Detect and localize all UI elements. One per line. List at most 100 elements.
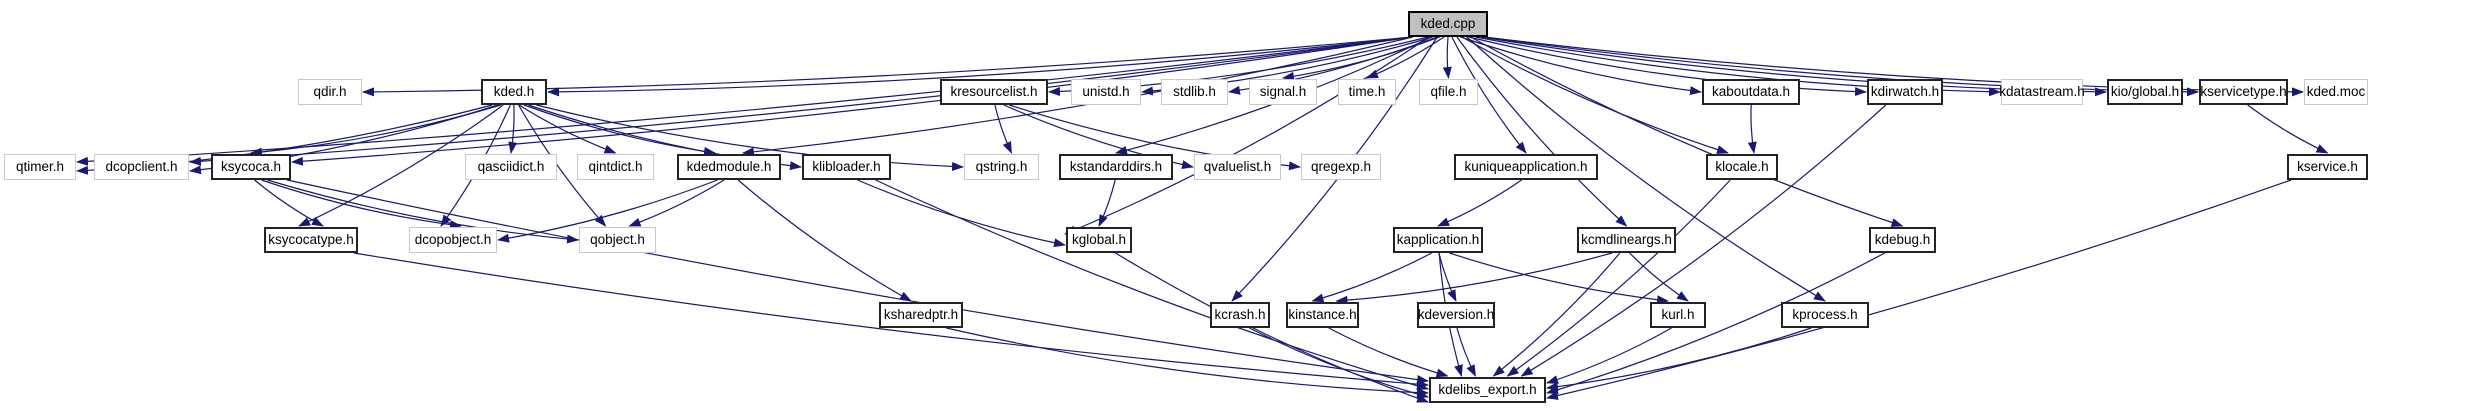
include-edge-kded_cpp-to-kdedmodule_h: [742, 36, 1413, 157]
include-edge-kded_cpp-to-klocale_h: [1461, 36, 1729, 154]
graph-node-kdelibs_export_h[interactable]: kdelibs_export.h: [1429, 377, 1546, 403]
include-edge-kcrash_h-to-kdelibs_export_h: [1249, 327, 1429, 399]
graph-node-qregexp_h: qregexp.h: [1301, 154, 1381, 180]
include-edge-kdedmodule_h-to-qobject_h: [628, 179, 725, 227]
graph-node-klocale_h[interactable]: klocale.h: [1706, 154, 1778, 180]
include-edge-kded_h-to-ksycoca_h: [250, 104, 502, 157]
include-edge-kdedmodule_h-to-dcopobject_h: [497, 179, 718, 243]
graph-node-kinstance_h[interactable]: kinstance.h: [1286, 302, 1359, 328]
include-edge-kcmdlineargs_h-to-kdelibs_export_h: [1492, 252, 1621, 377]
include-edge-kglobal_h-to-kdelibs_export_h: [1115, 252, 1429, 403]
graph-node-kcmdlineargs_h[interactable]: kcmdlineargs.h: [1577, 227, 1676, 253]
graph-node-qintdict_h: qintdict.h: [577, 154, 654, 180]
graph-node-kservicetype_h[interactable]: kservicetype.h: [2199, 79, 2288, 105]
graph-node-kprocess_h[interactable]: kprocess.h: [1781, 302, 1869, 328]
graph-node-kurl_h[interactable]: kurl.h: [1650, 302, 1706, 328]
include-edge-kprocess_h-to-kdelibs_export_h: [1546, 327, 1812, 392]
graph-node-kstandarddirs_h[interactable]: kstandarddirs.h: [1059, 154, 1173, 180]
include-edge-kcmdlineargs_h-to-kurl_h: [1629, 252, 1689, 302]
graph-node-qobject_h: qobject.h: [579, 227, 656, 253]
graph-node-klibloader_h[interactable]: klibloader.h: [802, 154, 891, 180]
include-edge-kded_cpp-to-signal_h: [1282, 36, 1440, 81]
graph-node-kded_moc: kded.moc: [2304, 79, 2368, 105]
graph-node-kservice_h[interactable]: kservice.h: [2287, 154, 2368, 180]
include-edge-kuniqueapplication_h-to-kapplication_h: [1437, 179, 1522, 227]
include-edge-kded_cpp-to-kdirwatch_h: [1468, 36, 1867, 97]
graph-node-kdeversion_h[interactable]: kdeversion.h: [1417, 302, 1495, 328]
include-edge-kded_cpp-to-dcopclient_h: [189, 36, 1413, 166]
include-edge-kded_cpp-to-kaboutdata_h: [1460, 36, 1702, 96]
graph-node-dcopclient_h: dcopclient.h: [94, 154, 189, 180]
include-edge-kded_h-to-qasciidict_h: [508, 104, 518, 154]
include-edge-kded_cpp-to-kuniqueapplication_h: [1451, 36, 1527, 154]
graph-node-kaboutdata_h[interactable]: kaboutdata.h: [1702, 79, 1800, 105]
include-edge-klibloader_h-to-kdelibs_export_h: [875, 179, 1429, 391]
include-edge-kded_cpp-to-qtimer_h: [76, 36, 1413, 166]
graph-node-stdlib_h: stdlib.h: [1161, 79, 1228, 105]
include-edge-kservice_h-to-kdelibs_export_h: [1546, 179, 2292, 400]
graph-node-kglobal_h[interactable]: kglobal.h: [1066, 227, 1132, 253]
include-edge-kded_cpp-to-kprocess_h: [1466, 36, 1826, 302]
include-edge-kdeversion_h-to-kdelibs_export_h: [1456, 327, 1477, 377]
graph-node-kdatastream_h: kdatastream.h: [1999, 79, 2085, 105]
graph-node-kdirwatch_h[interactable]: kdirwatch.h: [1867, 79, 1943, 105]
graph-node-dcopobject_h: dcopobject.h: [409, 227, 497, 253]
include-edge-kded_cpp-to-time_h: [1366, 36, 1445, 79]
include-edge-kurl_h-to-kdelibs_export_h: [1546, 327, 1672, 384]
graph-node-kio_global_h[interactable]: kio/global.h: [2107, 79, 2183, 105]
include-edge-kded_cpp-to-kglobal_h: [1064, 36, 1430, 235]
include-edge-kded_h-to-ksycocatype_h: [298, 104, 504, 227]
include-edge-kded_h-to-qintdict_h: [518, 104, 617, 154]
graph-node-signal_h: signal.h: [1249, 79, 1317, 105]
include-edge-kded_cpp-to-kded_h: [547, 36, 1413, 97]
graph-node-kded_cpp: kded.cpp: [1408, 11, 1488, 37]
include-edge-kservicetype_h-to-kservice_h: [2247, 104, 2329, 154]
graph-node-unistd_h: unistd.h: [1071, 79, 1141, 105]
graph-node-ksycocatype_h[interactable]: ksycocatype.h: [264, 227, 358, 253]
include-edge-kded_h-to-qobject_h: [518, 104, 607, 227]
include-edge-klocale_h-to-kdelibs_export_h: [1506, 179, 1731, 377]
include-edge-kded_cpp-to-kcmdlineargs_h: [1456, 36, 1628, 227]
include-edge-ksycoca_h-to-dcopobject_h: [261, 179, 462, 230]
include-edge-kded_cpp-to-kdebug_h: [1470, 36, 1904, 227]
include-edge-kded_cpp-to-qfile_h: [1442, 36, 1452, 79]
graph-node-kdedmodule_h[interactable]: kdedmodule.h: [677, 154, 781, 180]
graph-node-kapplication_h[interactable]: kapplication.h: [1393, 227, 1483, 253]
include-edge-kdirwatch_h-to-kdelibs_export_h: [1520, 104, 1887, 377]
graph-node-ksycoca_h[interactable]: ksycoca.h: [211, 154, 291, 180]
graph-node-kded_h[interactable]: kded.h: [481, 79, 547, 105]
include-edge-kaboutdata_h-to-klocale_h: [1747, 104, 1757, 154]
graph-node-kuniqueapplication_h[interactable]: kuniqueapplication.h: [1454, 154, 1598, 180]
include-edge-ksycocatype_h-to-kdelibs_export_h: [353, 252, 1429, 389]
include-edge-kapplication_h-to-kinstance_h: [1311, 252, 1432, 303]
include-edge-kdedmodule_h-to-ksharedptr_h: [737, 179, 912, 302]
include-edge-ksycoca_h-to-ksycocatype_h: [254, 179, 324, 227]
graph-node-kdebug_h[interactable]: kdebug.h: [1869, 227, 1936, 253]
include-edge-kapplication_h-to-kurl_h: [1449, 252, 1669, 305]
graph-node-qfile_h: qfile.h: [1419, 79, 1478, 105]
graph-node-qtimer_h: qtimer.h: [4, 154, 76, 180]
include-edge-kdebug_h-to-kdelibs_export_h: [1546, 252, 1886, 395]
graph-node-qvaluelist_h: qvaluelist.h: [1194, 154, 1281, 180]
include-edge-ksycoca_h-to-kdelibs_export_h: [286, 179, 1429, 384]
include-edge-kcmdlineargs_h-to-kinstance_h: [1335, 252, 1613, 305]
include-edge-kded_cpp-to-ksycoca_h: [291, 36, 1413, 166]
graph-node-qdir_h: qdir.h: [298, 79, 362, 105]
include-edge-ksycoca_h-to-qobject_h: [267, 179, 579, 244]
graph-node-qasciidict_h: qasciidict.h: [465, 154, 557, 180]
include-edge-ksharedptr_h-to-kdelibs_export_h: [946, 327, 1429, 398]
graph-node-time_h: time.h: [1338, 79, 1396, 105]
graph-node-kcrash_h[interactable]: kcrash.h: [1210, 302, 1270, 328]
include-edge-kded_cpp-to-kservicetype_h: [1483, 36, 2199, 97]
graph-node-ksharedptr_h[interactable]: ksharedptr.h: [879, 302, 963, 328]
include-edge-klibloader_h-to-kglobal_h: [857, 179, 1066, 248]
graph-node-kresourcelist_h[interactable]: kresourcelist.h: [940, 79, 1048, 105]
include-edge-kstandarddirs_h-to-kglobal_h: [1098, 179, 1116, 227]
include-edge-kded_h-to-kdedmodule_h: [523, 104, 716, 156]
include-edge-kresourcelist_h-to-qstring_h: [994, 104, 1013, 154]
include-edge-kded_h-to-qstring_h: [536, 104, 964, 172]
include-edge-kinstance_h-to-kdelibs_export_h: [1328, 327, 1449, 378]
graph-node-qstring_h: qstring.h: [964, 154, 1039, 180]
